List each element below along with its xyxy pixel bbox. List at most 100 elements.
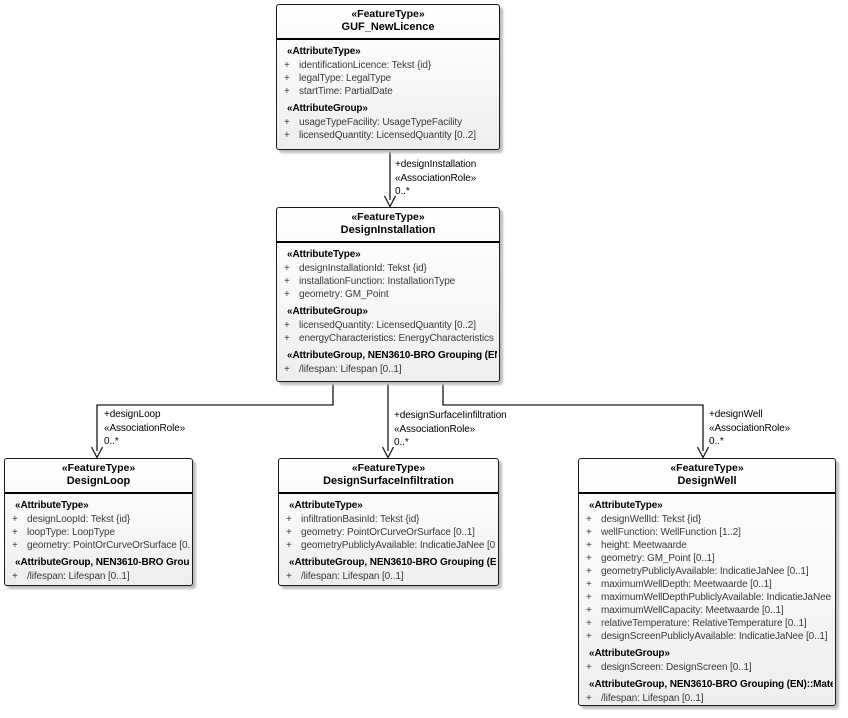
visibility-marker: +: [284, 130, 290, 141]
visibility-marker: +: [586, 631, 592, 642]
attribute-row: + geometry: GM_Point: [277, 288, 497, 301]
class-header: «FeatureType» GUF_NewLicence: [277, 5, 499, 40]
attribute-row: +startTime: PartialDate: [277, 85, 497, 98]
attribute-row: + infiltrationBasinId: Tekst {id}: [279, 513, 496, 526]
attribute-text: designInstallationId: Tekst {id}: [299, 263, 427, 274]
visibility-marker: +: [284, 333, 290, 344]
attribute-group-header: «AttributeGroup»: [589, 648, 670, 659]
visibility-marker: +: [286, 540, 292, 551]
attribute-group-header: «AttributeType»: [15, 500, 89, 511]
attribute-group-header: «AttributeGroup, NEN3610-BRO Grouping (E…: [289, 557, 496, 568]
attribute-row: + /lifespan: Lifespan [0..1]: [279, 570, 496, 583]
visibility-marker: +: [284, 289, 290, 300]
attribute-row: + height: Meetwaarde: [579, 539, 833, 552]
visibility-marker: +: [284, 364, 290, 375]
attribute-row: + designInstallationId: Tekst {id}: [277, 262, 497, 275]
attribute-row: +geometryPubliclyAvailable: IndicatieJaN…: [579, 565, 833, 578]
association-role: +designWell: [709, 409, 763, 420]
attribute-row: + designWellId: Tekst {id}: [579, 513, 833, 526]
attribute-row: + geometryPubliclyAvailable: IndicatieJaN…: [279, 539, 496, 552]
class-header: «FeatureType» DesignInstallation: [277, 208, 499, 243]
association-label-designwell[interactable]: +designWell «AssociationRole» 0..*: [709, 408, 790, 449]
attribute-text: geometry: GM_Point: [299, 289, 389, 300]
visibility-marker: +: [586, 662, 592, 673]
visibility-marker: +: [12, 527, 18, 538]
association-multiplicity: 0..*: [394, 437, 409, 448]
attribute-row: +geometry: PointOrCurveOrSurface [0..1]: [279, 526, 496, 539]
attribute-row: +licensedQuantity: LicensedQuantity [0..…: [277, 319, 497, 332]
visibility-marker: +: [286, 527, 292, 538]
attribute-text: designScreenPubliclyAvailable: Indicatie…: [601, 631, 828, 642]
attribute-row: +geometry: GM_Point [0..1]: [579, 552, 833, 565]
visibility-marker: +: [586, 527, 592, 538]
association-stereotype: «AssociationRole»: [395, 172, 477, 184]
attribute-row: +geometry: PointOrCurveOrSurface [0..1]: [5, 539, 190, 552]
attribute-row: + maximumWellCapacity: Meetwaarde [0..1]: [579, 604, 833, 617]
association-label-designloop[interactable]: +designLoop «AssociationRole» 0..*: [104, 408, 185, 449]
attribute-row: +legalType: LegalType: [277, 72, 497, 85]
attribute-text: maximumWellCapacity: Meetwaarde [0..1]: [601, 605, 784, 616]
visibility-marker: +: [284, 117, 290, 128]
attribute-row: + designScreen: DesignScreen [0..1]: [579, 661, 833, 674]
attribute-text: height: Meetwaarde: [601, 540, 687, 551]
visibility-marker: +: [284, 263, 290, 274]
attribute-group-header: «AttributeGroup»: [287, 103, 368, 114]
visibility-marker: +: [286, 571, 292, 582]
visibility-marker: +: [586, 553, 592, 564]
association-stereotype: «AssociationRole»: [104, 422, 186, 434]
association-stereotype: «AssociationRole»: [394, 423, 476, 435]
attribute-text: infiltrationBasinId: Tekst {id}: [301, 514, 420, 525]
visibility-marker: +: [586, 514, 592, 525]
attribute-row: + /lifespan: Lifespan [0..1]: [579, 692, 833, 705]
class-designsurfaceinfiltration[interactable]: «FeatureType» DesignSurfaceInfiltration …: [278, 458, 499, 586]
attribute-group-header: «AttributeType»: [287, 46, 361, 57]
class-header: «FeatureType» DesignWell: [579, 459, 835, 494]
attribute-text: designWellId: Tekst {id}: [601, 514, 702, 525]
attribute-text: geometryPubliclyAvailable: IndicatieJaNe…: [301, 540, 496, 551]
visibility-marker: +: [12, 540, 18, 551]
association-label-designsurfaceinfiltration[interactable]: +designSurfaceIinfiltration «Association…: [394, 409, 507, 450]
class-stereotype: «FeatureType»: [351, 211, 425, 223]
attribute-text: energyCharacteristics: EnergyCharacteris…: [299, 333, 497, 344]
attribute-text: designScreen: DesignScreen [0..1]: [601, 662, 752, 673]
visibility-marker: +: [586, 618, 592, 629]
attribute-compartment: «AttributeType» + identificationLicence: …: [277, 40, 499, 146]
open-arrowhead-designloop: [90, 446, 104, 459]
attribute-group-header: «AttributeType»: [289, 500, 363, 511]
attribute-text: /lifespan: Lifespan [0..1]: [601, 693, 704, 704]
attribute-text: usageTypeFacility: UsageTypeFacility: [299, 117, 462, 128]
class-name: DesignSurfaceInfiltration: [323, 475, 454, 487]
association-stereotype: «AssociationRole»: [709, 422, 791, 434]
attribute-row: +installationFunction: InstallationType: [277, 275, 497, 288]
attribute-text: /lifespan: Lifespan [0..1]: [301, 571, 404, 582]
attribute-group-header: «AttributeGroup, NEN3610-BRO Grouping (E…: [589, 679, 833, 690]
visibility-marker: +: [586, 693, 592, 704]
attribute-row: +maximumWellDepth: Meetwaarde [0..1]: [579, 578, 833, 591]
association-role: +designLoop: [104, 409, 161, 420]
attribute-text: startTime: PartialDate: [299, 86, 393, 97]
class-designinstallation[interactable]: «FeatureType» DesignInstallation «Attrib…: [276, 207, 500, 382]
visibility-marker: +: [586, 605, 592, 616]
attribute-row: +loopType: LoopType: [5, 526, 190, 539]
visibility-marker: +: [284, 320, 290, 331]
visibility-marker: +: [284, 276, 290, 287]
class-designwell[interactable]: «FeatureType» DesignWell «AttributeType»…: [578, 458, 836, 706]
attribute-text: identificationLicence: Tekst {id}: [299, 60, 432, 71]
visibility-marker: +: [586, 540, 592, 551]
visibility-marker: +: [12, 571, 18, 582]
attribute-text: designLoopId: Tekst {id}: [27, 514, 131, 525]
visibility-marker: +: [286, 514, 292, 525]
attribute-row: +/lifespan: Lifespan [0..1]: [277, 363, 497, 376]
attribute-text: maximumWellDepthPubliclyAvailable: Indic…: [601, 592, 833, 603]
visibility-marker: +: [12, 514, 18, 525]
class-guf-newlicence[interactable]: «FeatureType» GUF_NewLicence «AttributeT…: [276, 4, 500, 150]
open-arrowhead-designsurfaceinfiltration: [381, 446, 395, 459]
class-name: DesignLoop: [66, 475, 131, 487]
attribute-group-header: «AttributeType»: [287, 249, 361, 260]
attribute-row: + energyCharacteristics: EnergyCharacteri…: [277, 332, 497, 345]
visibility-marker: +: [586, 592, 592, 603]
attribute-row: +/lifespan: Lifespan [0..1]: [5, 570, 190, 583]
class-designloop[interactable]: «FeatureType» DesignLoop «AttributeType»…: [4, 458, 193, 586]
association-label-designinstallation[interactable]: +designInstallation «AssociationRole» 0.…: [395, 158, 476, 199]
attribute-text: geometryPubliclyAvailable: IndicatieJaNe…: [601, 566, 809, 577]
